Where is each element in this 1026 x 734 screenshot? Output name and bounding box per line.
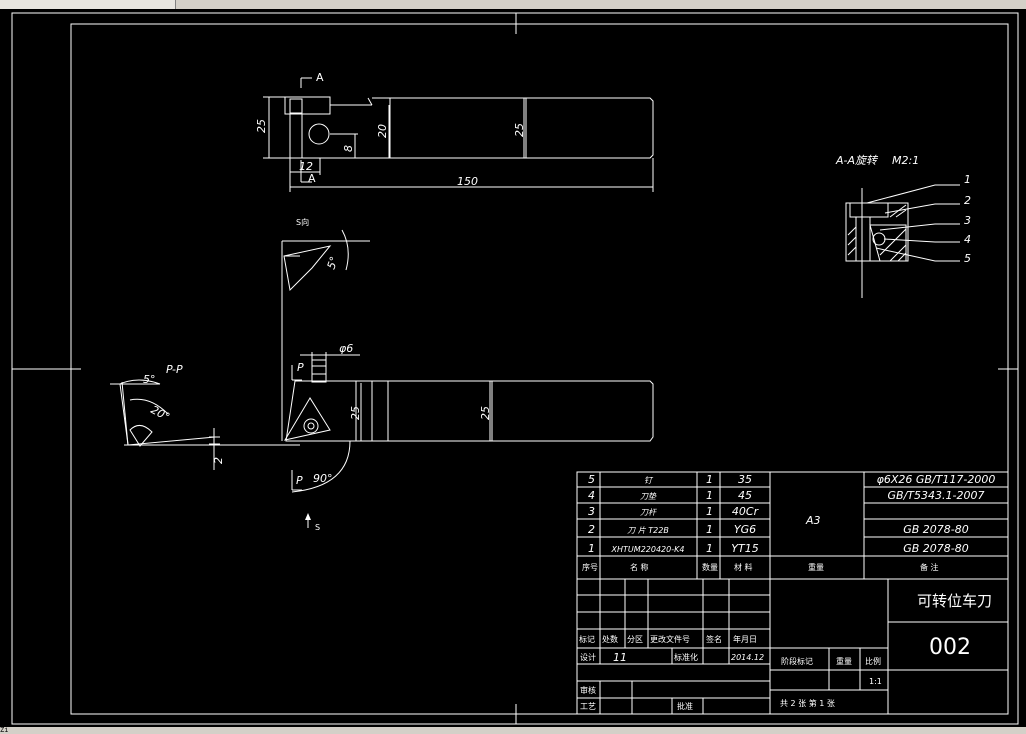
parts-cell-name: 刀垫 bbox=[640, 492, 657, 501]
process-label: 工艺 bbox=[580, 702, 596, 711]
status-bar bbox=[0, 727, 1026, 734]
rev-header-1: 处数 bbox=[602, 634, 618, 644]
parts-cell-name: 钉 bbox=[644, 476, 654, 485]
aa-label: A-A旋转 bbox=[835, 154, 879, 167]
rev-header-4: 签名 bbox=[706, 634, 722, 644]
rev-header-5: 年月日 bbox=[733, 634, 757, 644]
dim-top-length: 150 bbox=[457, 175, 478, 188]
parts-header-qty: 数量 bbox=[702, 562, 718, 572]
dim-pp-2: 2 bbox=[212, 457, 225, 464]
dim-s-angle: 5° bbox=[325, 255, 341, 271]
parts-header-name: 名 称 bbox=[630, 562, 649, 572]
title-block: 可转位车刀 002 标记 处数 分区 更改文件号 签名 年月日 设计 11 标准… bbox=[576, 578, 1009, 715]
dim-top-8: 8 bbox=[342, 145, 355, 152]
dim-phi6: φ6 bbox=[339, 342, 353, 355]
rev-header-3: 更改文件号 bbox=[650, 634, 690, 644]
stage-label: 阶段标记 bbox=[781, 656, 813, 666]
callout-3: 3 bbox=[964, 214, 971, 227]
parts-cell-qty: 1 bbox=[706, 489, 713, 502]
scale-label: 比例 bbox=[865, 656, 881, 666]
parts-cell-material: YG6 bbox=[734, 523, 756, 536]
top-view: A 25 20 8 25 12 150 A bbox=[255, 71, 654, 192]
outer-frame bbox=[11, 12, 1019, 725]
callout-2: 2 bbox=[964, 194, 971, 207]
callout-4: 4 bbox=[964, 233, 971, 246]
parts-cell-std: GB 2078-80 bbox=[903, 542, 969, 555]
front-view: P φ6 25 25 90° P S bbox=[124, 342, 654, 532]
parts-cell-name: XHTUM220420-K4 bbox=[611, 545, 685, 554]
s-view: S向 5° bbox=[281, 217, 370, 441]
design-value: 11 bbox=[613, 651, 627, 664]
parts-cell-qty: 1 bbox=[706, 523, 713, 536]
cad-drawing-canvas[interactable]: A 25 20 8 25 12 150 A S向 bbox=[0, 9, 1026, 727]
parts-cell-std: φ6X26 GB/T117-2000 bbox=[877, 473, 996, 486]
std-label: 标准化 bbox=[674, 652, 698, 662]
sheet-size: A3 bbox=[805, 514, 821, 527]
parts-cell-qty: 1 bbox=[706, 505, 713, 518]
dim-top-height: 25 bbox=[255, 119, 268, 133]
parts-cell-material: 45 bbox=[738, 489, 752, 502]
aa-scale: M2:1 bbox=[892, 154, 919, 167]
inner-frame bbox=[70, 23, 1009, 715]
section-a-label-bottom: A bbox=[308, 172, 316, 185]
parts-header-remark: 备 注 bbox=[920, 562, 939, 572]
s-arrow-label: S bbox=[315, 523, 320, 532]
parts-list: 5 钉 1 35 φ6X26 GB/T117-2000 4 刀垫 1 45 GB/T5343.1-… bbox=[576, 471, 1009, 580]
p-label-top: P bbox=[297, 361, 304, 374]
dim-front-25b: 25 bbox=[479, 406, 492, 420]
parts-cell-std: GB/T5343.1-2007 bbox=[888, 489, 985, 502]
sheets-text: 共 2 张 第 1 张 bbox=[780, 698, 835, 708]
dim-90: 90° bbox=[313, 472, 333, 485]
parts-cell-no: 1 bbox=[588, 542, 595, 555]
rev-header-0: 标记 bbox=[579, 634, 595, 644]
check-label: 审核 bbox=[580, 685, 596, 695]
centering-marks bbox=[12, 13, 1018, 724]
parts-cell-no: 3 bbox=[588, 505, 595, 518]
section-a-label-top: A bbox=[316, 71, 324, 84]
scale-value: 1:1 bbox=[869, 677, 882, 686]
dim-front-25a: 25 bbox=[349, 406, 362, 420]
parts-cell-no: 5 bbox=[588, 473, 595, 486]
pp-label: P-P bbox=[166, 363, 183, 376]
dim-top-12: 12 bbox=[299, 160, 313, 173]
design-label: 设计 bbox=[580, 652, 596, 662]
drawing-number: 002 bbox=[929, 635, 971, 660]
dim-pp-5: 5° bbox=[143, 373, 156, 386]
parts-cell-material: YT15 bbox=[731, 542, 758, 555]
weight-label: 重量 bbox=[836, 656, 852, 666]
parts-header-weight: 重量 bbox=[808, 562, 824, 572]
date-value: 2014.12 bbox=[731, 653, 764, 662]
approve-label: 批准 bbox=[677, 701, 693, 711]
parts-header-no: 序号 bbox=[582, 562, 598, 572]
s-view-label: S向 bbox=[296, 217, 309, 227]
parts-cell-name: 刀杆 bbox=[640, 508, 658, 517]
dim-top-20: 20 bbox=[376, 124, 389, 138]
parts-cell-no: 2 bbox=[588, 523, 595, 536]
rev-header-2: 分区 bbox=[627, 635, 643, 644]
drawing-title: 可转位车刀 bbox=[917, 592, 992, 610]
parts-cell-material: 40Cr bbox=[732, 505, 760, 518]
dim-top-shank: 25 bbox=[513, 123, 526, 137]
p-label-bottom: P bbox=[296, 474, 303, 487]
callout-1: 1 bbox=[964, 173, 971, 186]
top-toolbar bbox=[0, 0, 1026, 9]
parts-cell-qty: 1 bbox=[706, 473, 713, 486]
parts-cell-no: 4 bbox=[588, 489, 595, 502]
parts-cell-material: 35 bbox=[738, 473, 752, 486]
callout-5: 5 bbox=[964, 252, 971, 265]
parts-header-material: 材 料 bbox=[734, 562, 753, 572]
pp-section: P-P 5° 20° 2 bbox=[110, 363, 225, 470]
aa-section: A-A旋转 M2:1 1 2 3 4 5 bbox=[835, 154, 971, 298]
parts-cell-std: GB 2078-80 bbox=[903, 523, 969, 536]
command-line-text: Zi bbox=[0, 727, 9, 734]
parts-cell-name: 刀 片 T22B bbox=[627, 526, 669, 535]
dim-pp-20: 20° bbox=[149, 403, 172, 424]
file-tab[interactable] bbox=[0, 0, 176, 9]
parts-cell-qty: 1 bbox=[706, 542, 713, 555]
